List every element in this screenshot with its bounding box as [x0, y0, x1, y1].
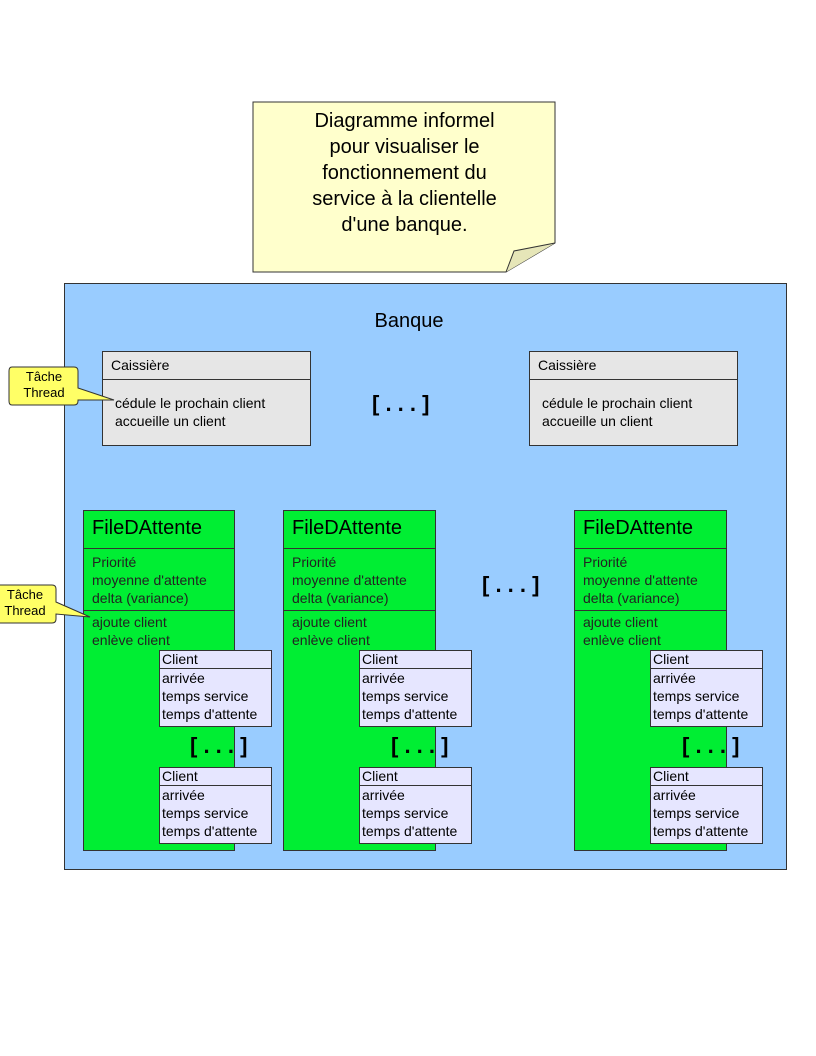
teller-name: Caissière: [103, 352, 310, 380]
client-ellipsis: [ . . . ]: [682, 733, 740, 758]
teller-op: accueille un client: [542, 413, 653, 429]
client-attr: temps service: [162, 805, 249, 821]
note-shape: [252, 101, 556, 273]
client-ellipsis: [ . . . ]: [391, 733, 449, 758]
client-attrs: arrivée temps service temps d'attente: [160, 786, 271, 840]
client-box: Client arrivée temps service temps d'att…: [159, 767, 272, 844]
teller-box: Caissière cédule le prochain client accu…: [102, 351, 311, 446]
queue-attrs: Priorité moyenne d'attente delta (varian…: [84, 549, 234, 611]
client-attr: arrivée: [362, 787, 405, 803]
client-name: Client: [651, 651, 762, 669]
client-box: Client arrivée temps service temps d'att…: [159, 650, 272, 727]
client-box: Client arrivée temps service temps d'att…: [359, 767, 472, 844]
callout-line: Tâche: [6, 587, 44, 602]
client-attrs: arrivée temps service temps d'attente: [360, 786, 471, 840]
note-line: d'une banque.: [341, 214, 468, 236]
client-name: Client: [160, 768, 271, 786]
client-attr: arrivée: [362, 670, 405, 686]
client-name: Client: [360, 768, 471, 786]
client-name: Client: [160, 651, 271, 669]
client-attr: temps service: [362, 805, 449, 821]
queue-op: ajoute client: [292, 614, 367, 630]
queue-ops: ajoute client enlève client: [575, 611, 726, 649]
queue-op: enlève client: [292, 632, 370, 648]
client-attr: temps d'attente: [362, 823, 458, 839]
teller-ops: cédule le prochain client accueille un c…: [530, 380, 737, 430]
client-attrs: arrivée temps service temps d'attente: [651, 786, 762, 840]
client-name: Client: [360, 651, 471, 669]
callout-line: Thread: [4, 603, 46, 618]
teller-ellipsis: [ . . . ]: [372, 391, 430, 416]
queue-op: ajoute client: [583, 614, 658, 630]
teller-op: cédule le prochain client: [542, 395, 693, 411]
client-attrs: arrivée temps service temps d'attente: [160, 669, 271, 723]
note-line: Diagramme informel: [314, 110, 495, 132]
teller-op: cédule le prochain client: [115, 395, 266, 411]
callout-text: Tâche Thread: [9, 369, 79, 401]
callout-shape: [8, 366, 115, 406]
queue-attr: moyenne d'attente: [92, 572, 207, 588]
client-attr: arrivée: [653, 787, 696, 803]
queue-name: FileDAttente: [575, 511, 726, 549]
queue-attrs: Priorité moyenne d'attente delta (varian…: [575, 549, 726, 611]
note-line: pour visualiser le: [329, 136, 480, 158]
queue-attr: delta (variance): [292, 590, 389, 606]
callout-shape: [0, 584, 91, 624]
queue-op: ajoute client: [92, 614, 167, 630]
queue-ellipsis: [ . . . ]: [482, 572, 540, 597]
bank-title: Banque: [374, 310, 444, 332]
client-attr: temps d'attente: [653, 823, 749, 839]
client-ellipsis: [ . . . ]: [190, 733, 248, 758]
queue-attr: moyenne d'attente: [583, 572, 698, 588]
teller-ops: cédule le prochain client accueille un c…: [103, 380, 310, 430]
client-attr: temps service: [653, 805, 740, 821]
queue-name: FileDAttente: [284, 511, 435, 549]
queue-attrs: Priorité moyenne d'attente delta (varian…: [284, 549, 435, 611]
client-attr: temps d'attente: [162, 706, 258, 722]
client-attrs: arrivée temps service temps d'attente: [360, 669, 471, 723]
teller-name: Caissière: [530, 352, 737, 380]
queue-name: FileDAttente: [84, 511, 234, 549]
queue-ops: ajoute client enlève client: [84, 611, 234, 649]
callout-line: Thread: [23, 385, 65, 400]
client-box: Client arrivée temps service temps d'att…: [359, 650, 472, 727]
queue-attr: Priorité: [92, 554, 137, 570]
client-box: Client arrivée temps service temps d'att…: [650, 650, 763, 727]
queue-ops: ajoute client enlève client: [284, 611, 435, 649]
client-attr: temps d'attente: [162, 823, 258, 839]
client-attr: temps service: [362, 688, 449, 704]
client-box: Client arrivée temps service temps d'att…: [650, 767, 763, 844]
client-attr: temps d'attente: [653, 706, 749, 722]
client-attrs: arrivée temps service temps d'attente: [651, 669, 762, 723]
client-name: Client: [651, 768, 762, 786]
queue-attr: Priorité: [292, 554, 337, 570]
queue-attr: delta (variance): [92, 590, 189, 606]
queue-attr: delta (variance): [583, 590, 680, 606]
queue-attr: Priorité: [583, 554, 628, 570]
queue-op: enlève client: [583, 632, 661, 648]
client-attr: arrivée: [162, 670, 205, 686]
client-attr: arrivée: [162, 787, 205, 803]
client-attr: arrivée: [653, 670, 696, 686]
client-attr: temps service: [162, 688, 249, 704]
callout-text: Tâche Thread: [0, 587, 54, 619]
queue-attr: moyenne d'attente: [292, 572, 407, 588]
note-line: service à la clientelle: [312, 188, 497, 210]
teller-box: Caissière cédule le prochain client accu…: [529, 351, 738, 446]
queue-op: enlève client: [92, 632, 170, 648]
callout-line: Tâche: [25, 369, 63, 384]
note-line: fonctionnement du: [322, 162, 487, 184]
note-text: Diagramme informel pour visualiser le fo…: [262, 108, 547, 238]
teller-op: accueille un client: [115, 413, 226, 429]
client-attr: temps d'attente: [362, 706, 458, 722]
client-attr: temps service: [653, 688, 740, 704]
